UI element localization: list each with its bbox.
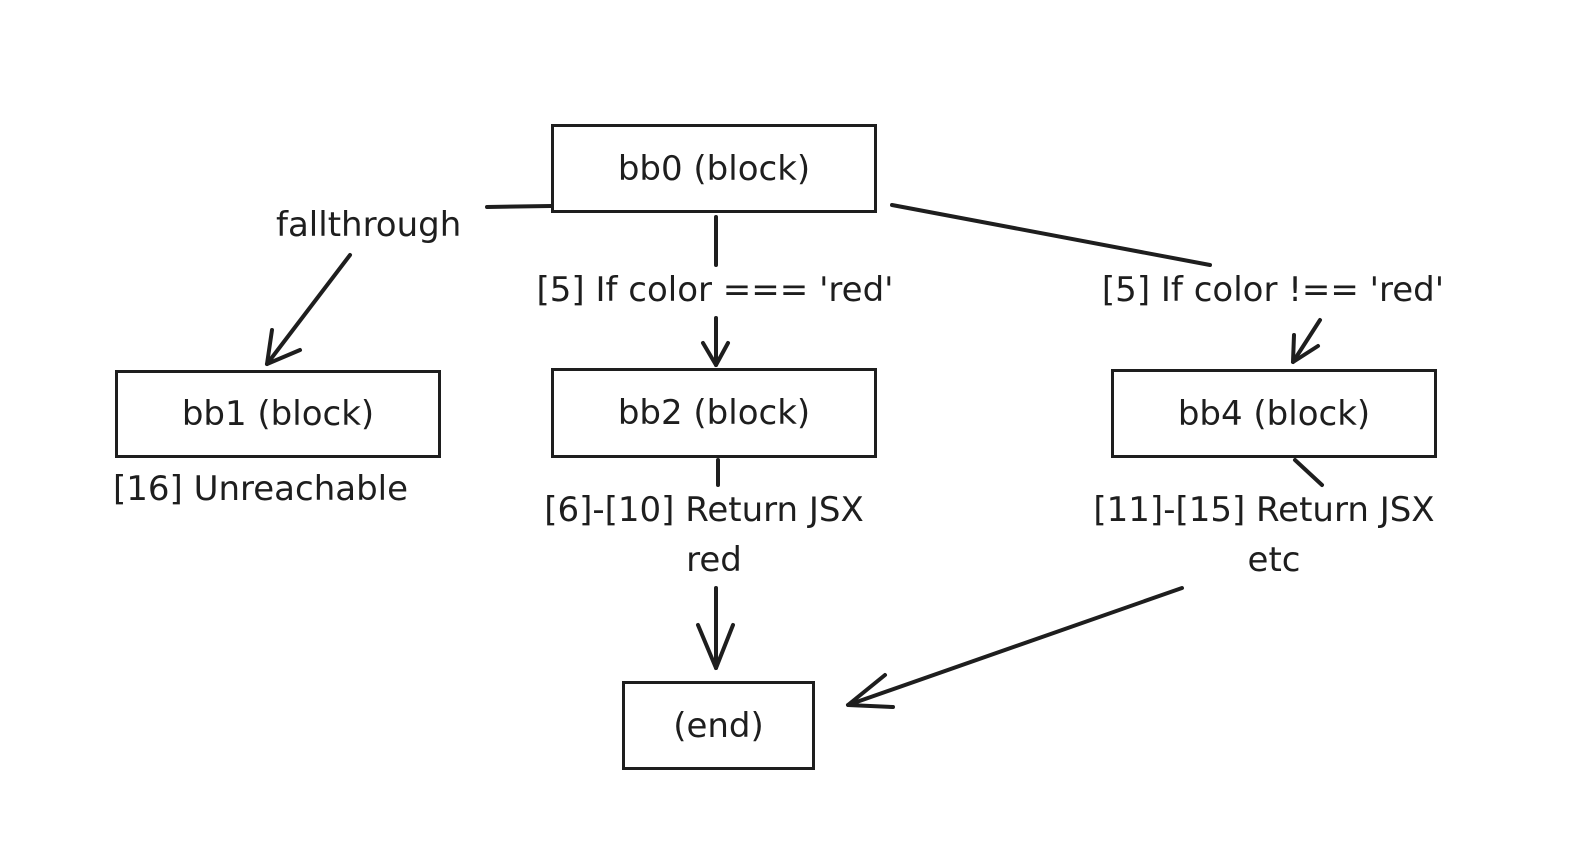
annotation-bb2-line2: red: [686, 540, 742, 580]
edge-label-if-red: [5] If color === 'red': [536, 270, 894, 310]
edge-bb4-end: [846, 458, 1324, 709]
edge-bb0-bb2: [701, 215, 730, 367]
node-end[interactable]: (end): [622, 681, 815, 770]
node-bb4-label: bb4 (block): [1177, 393, 1371, 434]
annotation-bb1: [16] Unreachable: [113, 469, 409, 509]
node-bb2[interactable]: bb2 (block): [551, 368, 877, 458]
node-bb2-label: bb2 (block): [617, 393, 811, 433]
node-bb0-label: bb0 (block): [617, 148, 811, 189]
node-end-label: (end): [673, 705, 764, 746]
edge-label-if-not-red: [5] If color !== 'red': [1101, 270, 1445, 310]
node-bb4[interactable]: bb4 (block): [1111, 369, 1437, 458]
node-bb1-label: bb1 (block): [181, 394, 375, 434]
edge-bb0-bb1-fallthrough: [265, 204, 553, 366]
edge-label-fallthrough: fallthrough: [276, 205, 462, 245]
node-bb0[interactable]: bb0 (block): [551, 124, 877, 213]
edge-bb0-bb4: [890, 203, 1322, 364]
annotation-bb2-line1: [6]-[10] Return JSX: [544, 490, 864, 530]
annotation-bb4-line2: etc: [1247, 540, 1301, 580]
edge-bb2-end: [696, 458, 735, 670]
annotation-bb4-line1: [11]-[15] Return JSX: [1093, 490, 1435, 530]
node-bb1[interactable]: bb1 (block): [115, 370, 441, 458]
